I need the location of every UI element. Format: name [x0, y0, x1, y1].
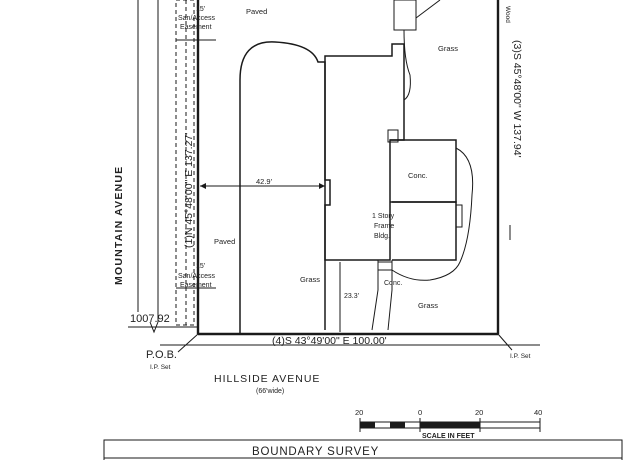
line-1-label: (1)N 45°48'00" E 137.27' — [183, 133, 195, 248]
building-label-3: Bldg. — [374, 233, 390, 240]
scale-segment-1 — [360, 422, 375, 428]
grass-lower-right-label: Grass — [418, 301, 438, 310]
building-label-2: Frame — [374, 223, 394, 230]
dimension-arrow-left — [200, 183, 206, 189]
setback-42-label: 42.9' — [256, 177, 273, 186]
landscape-curve-top — [403, 29, 411, 101]
scale-label-40: 40 — [534, 408, 542, 417]
mountain-avenue-label: MOUNTAIN AVENUE — [113, 166, 125, 285]
porch-step-upper — [387, 129, 399, 143]
ip-set-leader — [497, 333, 513, 351]
hillside-width-label: (66'wide) — [256, 388, 284, 395]
easement-bottom-width: 15' — [196, 263, 205, 270]
break-mark — [149, 321, 159, 334]
scale-label-20-left: 20 — [355, 408, 363, 417]
driveway-outline — [239, 41, 326, 333]
easement-top-label-2: Easement — [180, 24, 212, 31]
grass-lower-left-label: Grass — [300, 275, 320, 284]
easement-strip-dashed — [175, 0, 195, 326]
easement-top-label-1: San/Access — [178, 15, 215, 22]
pob-label: P.O.B. — [146, 349, 177, 361]
survey-title: BOUNDARY SURVEY — [252, 446, 379, 458]
easement-bottom-label-1: San/Access — [178, 273, 215, 280]
building-label-1: 1 Story — [372, 213, 395, 220]
building-footprint — [324, 43, 405, 261]
building-south-addition — [392, 201, 457, 261]
dimension-arrow-right — [319, 183, 325, 189]
paved-top-label: Paved — [246, 7, 267, 16]
wood-label: Wood — [504, 6, 511, 23]
hillside-avenue-label: HILLSIDE AVENUE — [214, 373, 320, 385]
landscape-curve-right — [391, 147, 474, 281]
scale-label-0: 0 — [418, 408, 422, 417]
paved-mid-label: Paved — [214, 237, 235, 246]
ip-set-left-label: I.P. Set — [150, 364, 171, 371]
title-block-frame — [103, 439, 623, 460]
conc-upper-label: Conc. — [408, 171, 428, 180]
ip-set-right-label: I.P. Set — [510, 353, 531, 360]
pob-leader — [177, 333, 199, 353]
line-3-label: (3)S 45°48'00" W 137.94' — [511, 40, 523, 158]
line-4-label: (4)S 43°49'00" E 100.00' — [272, 335, 387, 347]
easement-top-width: 15' — [196, 6, 205, 13]
grass-top-right-label: Grass — [438, 44, 458, 53]
setback-23-label: 23.3' — [344, 293, 359, 300]
scale-segment-2 — [390, 422, 405, 428]
scale-bar: 20 0 20 40 SCALE IN FEET — [355, 408, 542, 440]
scale-segment-3 — [420, 422, 480, 428]
step-lower — [377, 261, 393, 271]
easement-bottom-label-2: Easement — [180, 282, 212, 289]
distance-1007-label: 1007.92 — [130, 313, 170, 325]
conc-lower-label: Conc. — [384, 280, 402, 287]
scale-caption: SCALE IN FEET — [422, 433, 475, 440]
wood-fence-arm — [415, 0, 441, 19]
wood-fence — [393, 0, 417, 31]
chimney — [455, 204, 463, 228]
scale-label-20-right: 20 — [475, 408, 483, 417]
